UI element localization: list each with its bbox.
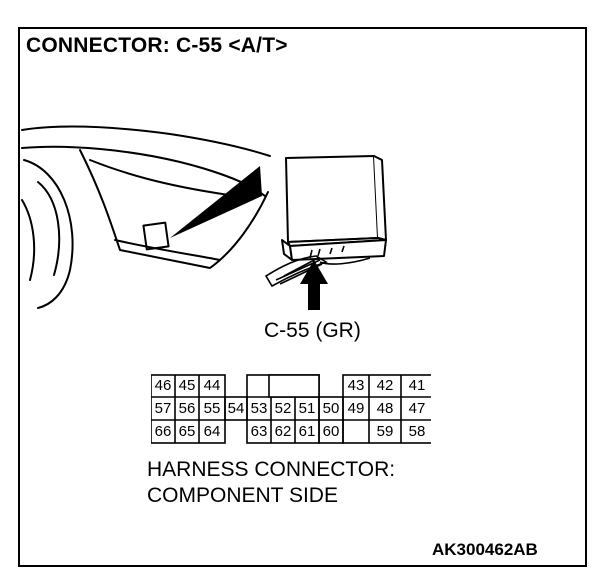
- connector-callout-label: C-55 (GR): [264, 319, 361, 342]
- pin-49: 49: [347, 400, 365, 417]
- pin-41: 41: [408, 377, 426, 394]
- pin-66: 66: [154, 423, 172, 440]
- pin-44: 44: [203, 377, 221, 394]
- steering-column: [21, 199, 36, 281]
- ecu-module: [281, 155, 387, 261]
- dash-panel-line: [89, 159, 251, 199]
- pin-54: 54: [227, 400, 245, 417]
- pin-55: 55: [203, 400, 221, 417]
- pin-50: 50: [322, 400, 340, 417]
- pin-51: 51: [298, 400, 316, 417]
- pin-58: 58: [408, 423, 426, 440]
- pin-52: 52: [274, 400, 292, 417]
- diagram-frame: [18, 27, 587, 567]
- steering-wheel-inner: [37, 181, 61, 276]
- location-leader-wedge: [170, 166, 262, 238]
- pin-63: 63: [250, 423, 268, 440]
- pin-48: 48: [376, 400, 394, 417]
- pin-43: 43: [347, 377, 365, 394]
- pin-65: 65: [178, 423, 196, 440]
- connector-grid-lines: [151, 374, 431, 444]
- pin-60: 60: [322, 423, 340, 440]
- pin-59: 59: [376, 423, 394, 440]
- ecu-location-marker: [142, 221, 170, 251]
- pin-61: 61: [298, 423, 316, 440]
- pin-47: 47: [408, 400, 426, 417]
- steering-wheel-outer: [23, 159, 74, 309]
- pointer-arrow: [300, 260, 328, 310]
- pin-57: 57: [154, 400, 172, 417]
- pin-42: 42: [376, 377, 394, 394]
- reference-code: AK300462AB: [432, 540, 538, 559]
- pin-53: 53: [250, 400, 268, 417]
- pin-45: 45: [178, 377, 196, 394]
- dash-console: [79, 149, 269, 269]
- caption-line-2: COMPONENT SIDE: [147, 484, 338, 507]
- caption-line-1: HARNESS CONNECTOR:: [147, 458, 396, 481]
- pin-62: 62: [274, 423, 292, 440]
- diagram-title: CONNECTOR: C-55 <A/T>: [26, 34, 288, 57]
- pin-46: 46: [154, 377, 172, 394]
- dashboard-top-edge: [21, 125, 271, 157]
- pin-56: 56: [178, 400, 196, 417]
- pin-64: 64: [203, 423, 221, 440]
- dashboard-illustration: [21, 125, 387, 310]
- harness-plug: [264, 245, 371, 288]
- glovebox-line: [114, 239, 221, 261]
